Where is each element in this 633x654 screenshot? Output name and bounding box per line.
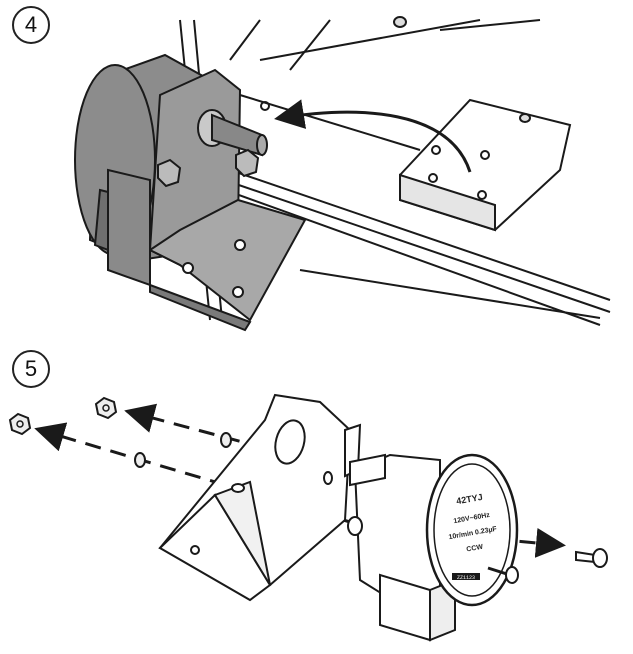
washer-lower <box>134 452 146 468</box>
motor-shaft <box>197 109 268 157</box>
washer-upper <box>220 432 232 448</box>
mounting-plate <box>260 16 572 232</box>
nut-right-step-4 <box>235 148 260 178</box>
step-5-number: 5 <box>24 356 38 381</box>
motor-barcode-strip <box>452 573 480 580</box>
motor-model: 42TYJ <box>456 492 484 506</box>
bracket-step-5 <box>158 393 362 602</box>
nut-left-step-4 <box>157 158 182 188</box>
motor-direction: CCW <box>466 544 484 554</box>
step-4-number: 4 <box>24 12 38 37</box>
step-4-badge: 4 <box>12 6 50 44</box>
rotation-arrow <box>274 99 472 173</box>
step-4-illustration <box>74 16 611 332</box>
motor-barcode: ZZ1123 <box>457 575 475 581</box>
nut-lower-step-5 <box>8 412 32 436</box>
step-5-badge: 5 <box>12 350 50 388</box>
step-5-illustration: 42TYJ 120V~60Hz 10r/min 0.23µF CCW ZZ112… <box>8 393 608 642</box>
loose-screw <box>575 548 608 568</box>
motor-step-5 <box>347 453 519 642</box>
nut-upper-step-5 <box>94 396 118 420</box>
motor-screw <box>487 566 519 584</box>
